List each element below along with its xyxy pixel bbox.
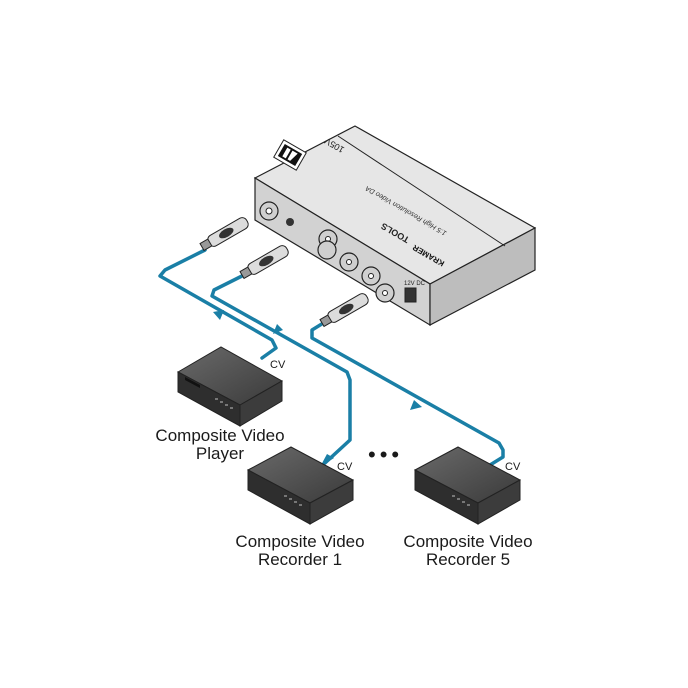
power-label: 12V DC	[404, 281, 426, 287]
plug-output-5	[319, 293, 369, 328]
arrow-down-icon	[410, 400, 422, 410]
plug-output-1	[239, 245, 289, 280]
player-label: Composite Video Player	[140, 427, 300, 463]
output-5-connector[interactable]	[375, 283, 395, 303]
player-label-line1: Composite Video	[155, 426, 285, 445]
cable-player-to-input	[158, 248, 278, 360]
da-side-face	[429, 227, 536, 326]
power-connector[interactable]	[404, 287, 417, 303]
player-port-label: CV	[270, 359, 286, 371]
composite-video-recorder-1	[246, 446, 355, 525]
input-bnc-connector[interactable]	[259, 201, 279, 221]
ellipsis-more-recorders: •••	[368, 442, 404, 467]
recorder1-label-line2: Recorder 1	[257, 550, 343, 569]
da-top-divider	[337, 135, 506, 247]
composite-video-player	[176, 346, 284, 427]
arrow-up-icon	[213, 310, 224, 320]
output-4-connector[interactable]	[361, 266, 381, 286]
input-termination-knob[interactable]	[286, 218, 294, 226]
recorder5-label-line1: Composite Video	[403, 532, 533, 551]
output-bnc-connectors	[317, 229, 395, 303]
recorder1-label-line1: Composite Video	[235, 532, 365, 551]
recorder1-port-label: CV	[337, 461, 353, 473]
plug-input	[199, 217, 249, 252]
player-label-line2: Player	[195, 444, 245, 463]
recorder5-label: Composite Video Recorder 5	[388, 533, 548, 569]
cable-output5-to-recorder5	[310, 320, 505, 467]
recorder1-label: Composite Video Recorder 1	[220, 533, 380, 569]
output-3-connector[interactable]	[339, 252, 359, 272]
kramer-logo-icon	[273, 139, 307, 171]
recorder5-port-label: CV	[505, 461, 521, 473]
recorder5-label-line2: Recorder 5	[425, 550, 511, 569]
distribution-amplifier-105v: 105V 1:5 High Resolution Video DA TOOLS …	[253, 125, 537, 327]
cables	[158, 248, 505, 467]
output-2-jack[interactable]	[317, 240, 337, 260]
composite-video-recorder-5	[413, 446, 522, 525]
arrow-down-icon	[273, 324, 283, 334]
cable-output1-to-recorder1	[210, 272, 352, 465]
